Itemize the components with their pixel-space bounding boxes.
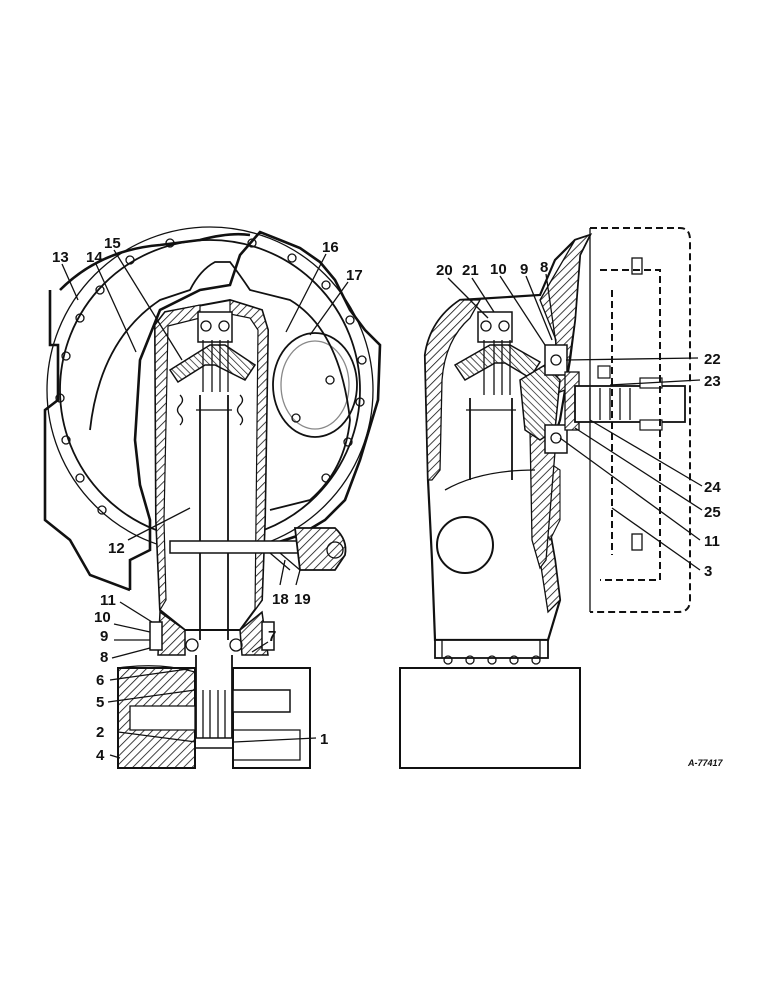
callout-16: 16 <box>322 239 339 256</box>
callout-8: 8 <box>100 649 108 666</box>
callout-13: 13 <box>52 249 69 266</box>
callout-11-right: 11 <box>704 533 720 550</box>
callout-15: 15 <box>104 235 121 252</box>
housing-bolt-holes <box>55 238 367 515</box>
callout-9: 9 <box>100 628 108 645</box>
callout-20: 20 <box>436 262 453 279</box>
callout-18: 18 <box>272 591 289 608</box>
callout-10: 10 <box>94 609 111 626</box>
callout-21: 21 <box>462 262 479 279</box>
leader-lines <box>61 249 703 759</box>
callout-25: 25 <box>704 504 721 521</box>
callout-1: 1 <box>320 731 328 748</box>
callout-8-right: 8 <box>540 259 548 276</box>
callout-17: 17 <box>346 267 363 284</box>
callout-22: 22 <box>704 351 721 368</box>
figure-reference: A-77417 <box>687 758 724 768</box>
callout-11: 11 <box>100 592 116 609</box>
callout-7: 7 <box>268 628 276 645</box>
callout-labels-left: 13 14 15 16 17 12 18 19 11 10 9 8 7 6 5 … <box>52 235 363 764</box>
callout-3: 3 <box>704 563 712 580</box>
right-sectional-view <box>399 227 691 769</box>
callout-19: 19 <box>294 591 311 608</box>
callout-24: 24 <box>704 479 721 496</box>
callout-23: 23 <box>704 373 721 390</box>
callout-14: 14 <box>86 249 103 266</box>
callout-labels-right: 20 21 10 9 8 22 23 24 25 11 3 <box>436 259 721 580</box>
callout-10-right: 10 <box>490 261 507 278</box>
callout-12: 12 <box>108 540 125 557</box>
callout-6: 6 <box>96 672 104 689</box>
callout-4: 4 <box>96 747 105 764</box>
callout-5: 5 <box>96 694 104 711</box>
callout-2: 2 <box>96 724 104 741</box>
callout-9-right: 9 <box>520 261 528 278</box>
